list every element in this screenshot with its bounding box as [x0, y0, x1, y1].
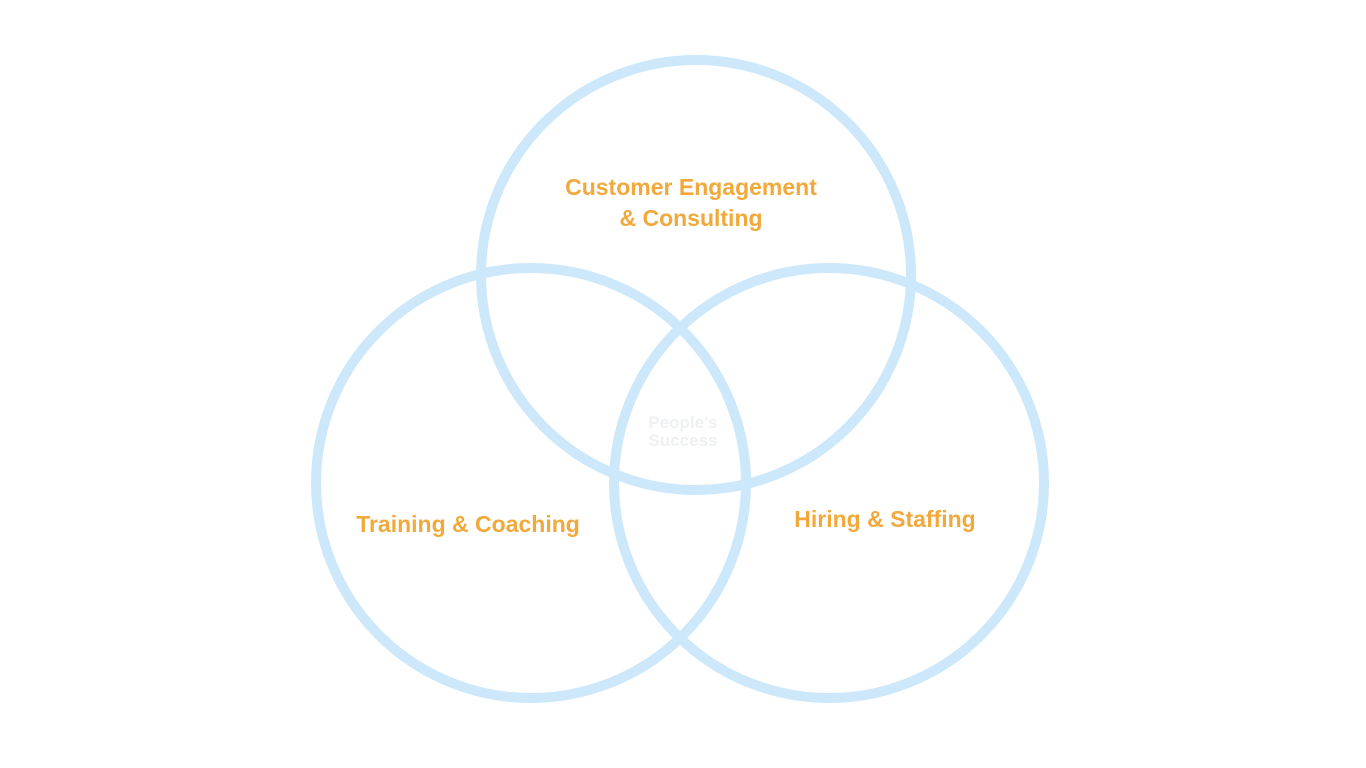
venn-circle-left [311, 263, 751, 703]
set-label-top-line-2: & Consulting [619, 205, 763, 231]
set-label-left-line-1: Training & Coaching [356, 511, 580, 537]
set-label-top-line-1: Customer Engagement [565, 174, 817, 200]
set-label-right-line-1: Hiring & Staffing [794, 506, 976, 532]
center-label-line-1: People's [648, 413, 718, 432]
center-label-line-2: Success [648, 431, 718, 450]
set-label-top: Customer Engagement & Consulting [541, 172, 841, 234]
venn-circle-right [609, 263, 1049, 703]
center-label: People's Success [622, 414, 744, 450]
set-label-right: Hiring & Staffing [735, 504, 1035, 535]
set-label-left: Training & Coaching [318, 509, 618, 540]
